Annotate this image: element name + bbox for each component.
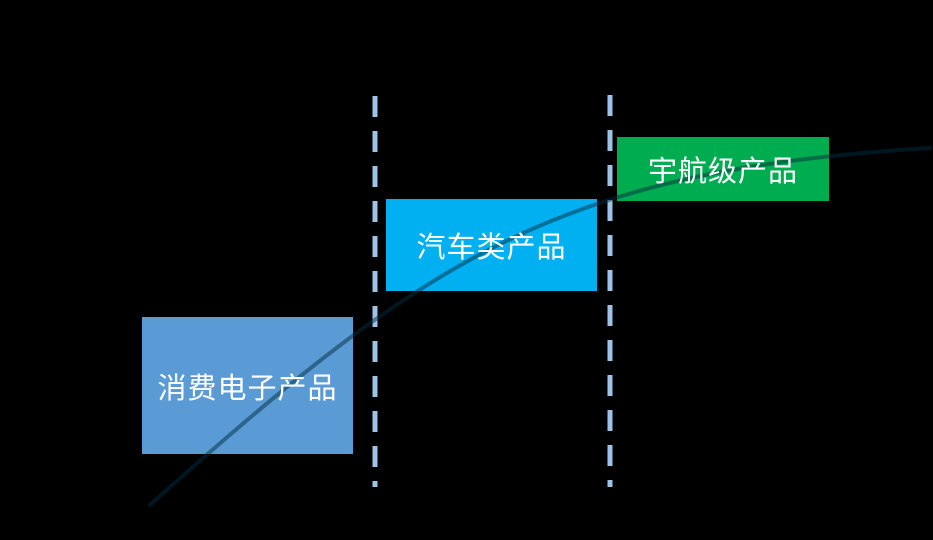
stage-label-aerospace-grade: 宇航级产品	[647, 156, 798, 188]
stage-box-aerospace-grade: 宇航级产品	[617, 137, 829, 201]
stage-box-automotive: 汽车类产品	[386, 199, 597, 291]
stage-label-automotive: 汽车类产品	[416, 232, 567, 264]
stage-box-consumer-electronics: 消费电子产品	[142, 317, 353, 454]
stage-label-consumer-electronics: 消费电子产品	[157, 372, 338, 405]
